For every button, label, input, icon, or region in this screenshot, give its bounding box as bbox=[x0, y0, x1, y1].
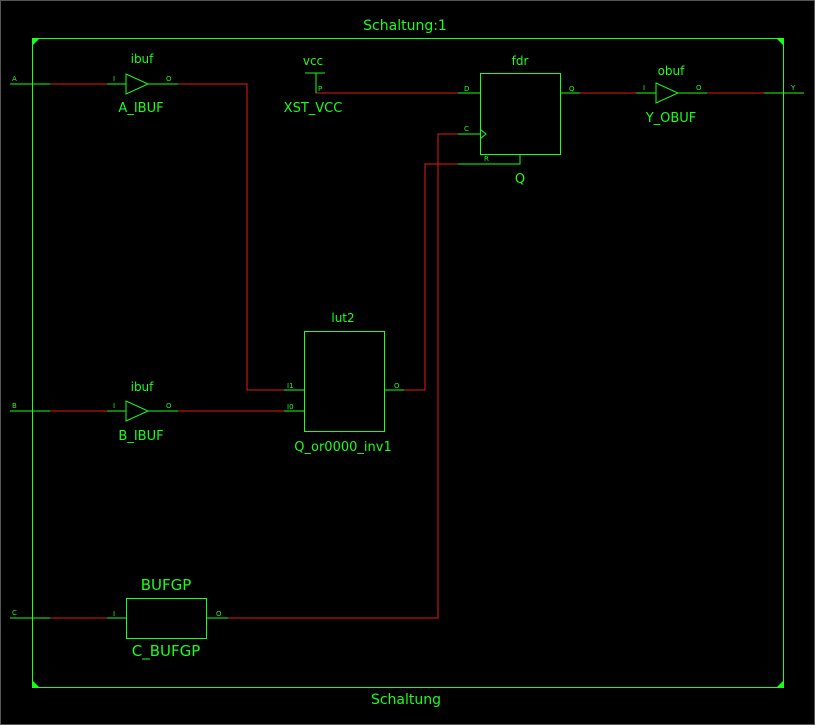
lut2-name: Q_or0000_inv1 bbox=[294, 440, 391, 455]
port-y[interactable]: Y bbox=[764, 84, 804, 94]
net-clock[interactable] bbox=[228, 133, 458, 619]
a-ibuf-name: A_IBUF bbox=[118, 101, 163, 116]
obuf-pin-o: O bbox=[696, 84, 702, 92]
sheet-name: Schaltung bbox=[371, 692, 441, 708]
instance-y-obuf[interactable]: obuf I O Y_OBUF bbox=[636, 64, 707, 126]
b-ibuf-pin-i: I bbox=[113, 402, 115, 410]
sheet-title: Schaltung:1 bbox=[363, 18, 447, 34]
port-a-label: A bbox=[12, 75, 17, 83]
instance-lut2[interactable]: lut2 I1 I0 O Q_or0000_inv1 bbox=[284, 311, 404, 455]
b-ibuf-type: ibuf bbox=[131, 380, 155, 394]
port-c[interactable]: C bbox=[10, 609, 50, 619]
sheet-border bbox=[32, 38, 784, 688]
lut2-pin-o: O bbox=[394, 382, 400, 390]
instance-fdr[interactable]: fdr D C R Q Q bbox=[458, 54, 580, 187]
obuf-type: obuf bbox=[658, 64, 686, 78]
obuf-name: Y_OBUF bbox=[645, 111, 697, 126]
buffer-triangle-icon bbox=[125, 73, 150, 95]
fdr-name: Q bbox=[515, 172, 525, 187]
buffer-triangle-icon bbox=[655, 82, 680, 104]
bufgp-body bbox=[126, 598, 207, 639]
sheet-corner-tr bbox=[776, 38, 784, 46]
port-b-label: B bbox=[12, 402, 17, 410]
fdr-pin-q: Q bbox=[569, 85, 575, 93]
instance-a-ibuf[interactable]: ibuf I O A_IBUF bbox=[107, 52, 178, 116]
net-reset[interactable] bbox=[404, 163, 458, 391]
vcc-pin-p: P bbox=[318, 85, 322, 93]
fdr-pin-c: C bbox=[464, 125, 469, 133]
port-y-label: Y bbox=[790, 84, 796, 92]
bufgp-type: BUFGP bbox=[141, 576, 192, 594]
instance-vcc[interactable]: vcc P XST_VCC bbox=[284, 54, 343, 116]
fdr-type: fdr bbox=[512, 54, 529, 68]
a-ibuf-pin-o: O bbox=[166, 75, 172, 83]
nets bbox=[50, 73, 764, 619]
b-ibuf-name: B_IBUF bbox=[118, 429, 163, 444]
port-c-label: C bbox=[12, 609, 17, 617]
bufgp-pin-o: O bbox=[216, 610, 222, 618]
vcc-name: XST_VCC bbox=[284, 101, 343, 116]
sheet-corner-br bbox=[776, 680, 784, 688]
lut2-body bbox=[304, 331, 385, 432]
fdr-body bbox=[480, 73, 561, 155]
instance-b-ibuf[interactable]: ibuf I O B_IBUF bbox=[107, 380, 178, 444]
net-vcc[interactable] bbox=[315, 73, 458, 94]
bufgp-pin-i: I bbox=[113, 610, 115, 618]
a-ibuf-pin-i: I bbox=[113, 75, 115, 83]
lut2-pin-i1: I1 bbox=[287, 382, 294, 390]
lut2-type: lut2 bbox=[331, 311, 354, 325]
buffer-triangle-icon bbox=[125, 400, 150, 422]
a-ibuf-type: ibuf bbox=[131, 52, 155, 66]
bufgp-name: C_BUFGP bbox=[132, 642, 201, 661]
lut2-pin-i0: I0 bbox=[287, 403, 294, 411]
net-a-ibuf[interactable] bbox=[178, 83, 284, 391]
instance-c-bufgp[interactable]: BUFGP I O C_BUFGP bbox=[107, 576, 228, 661]
obuf-pin-i: I bbox=[643, 84, 645, 92]
b-ibuf-pin-o: O bbox=[166, 402, 172, 410]
sheet-corner-tl bbox=[32, 38, 40, 46]
clock-edge-icon bbox=[479, 128, 487, 140]
port-b[interactable]: B bbox=[10, 402, 50, 412]
vcc-type: vcc bbox=[303, 54, 323, 68]
port-a[interactable]: A bbox=[10, 75, 50, 85]
fdr-pin-d: D bbox=[464, 85, 469, 93]
sheet-corner-bl bbox=[32, 680, 40, 688]
fdr-pin-r: R bbox=[484, 155, 489, 163]
